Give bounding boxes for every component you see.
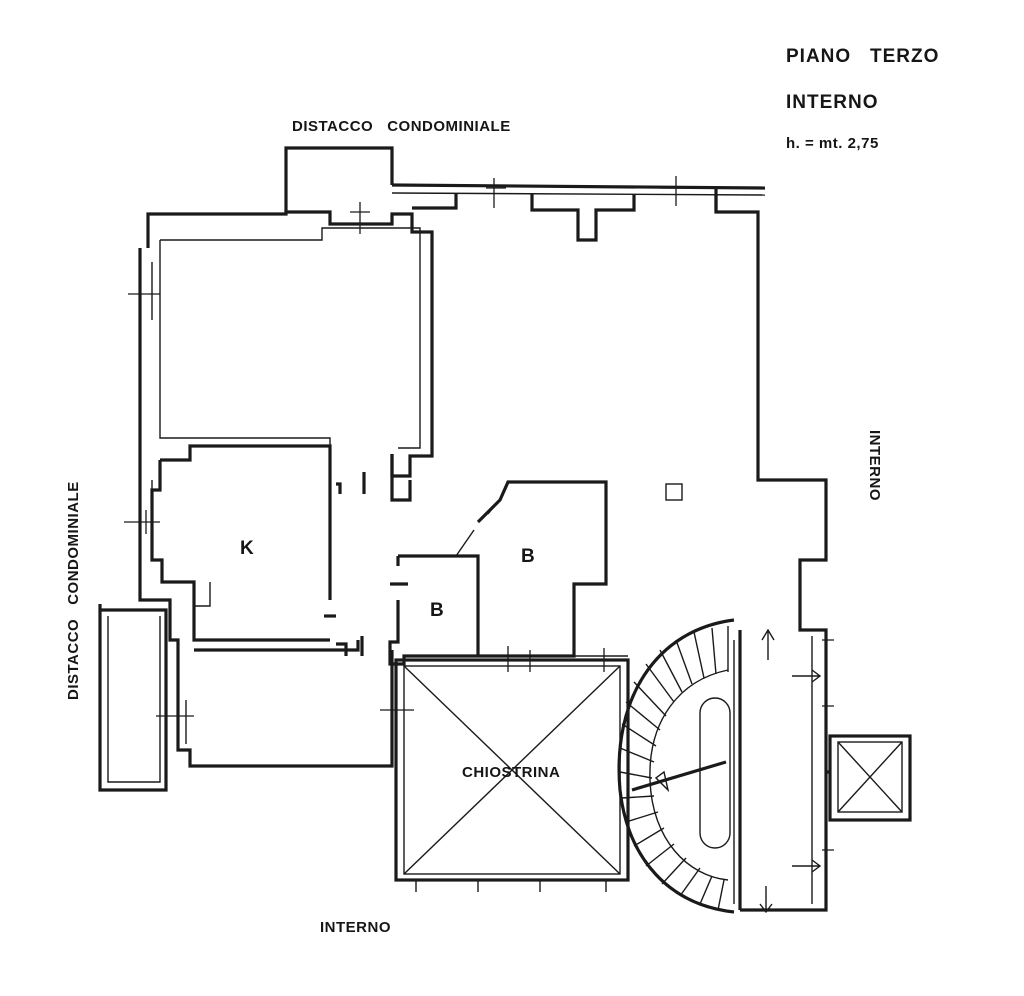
room-courtyard: CHIOSTRINA [462,764,560,781]
room-kitchen: K [240,538,254,559]
room-bath-small: B [430,600,444,621]
left-boundary-label: DISTACCO CONDOMINIALE [65,481,82,700]
service-shaft [826,734,912,822]
bottom-boundary-label: INTERNO [320,919,391,936]
facade-piers [412,194,718,242]
top-boundary-label: DISTACCO CONDOMINIALE [292,118,511,135]
direction-arrows [759,628,822,914]
interior-label: INTERNO [786,92,879,113]
outer-walls [98,146,828,912]
staircase [617,618,742,914]
interior-partitions [324,454,683,666]
ceiling-height: h. = mt. 2,75 [786,135,879,152]
window-marks [124,176,834,851]
courtyard [394,655,630,892]
room-bath-large: B [521,546,535,567]
right-boundary-label: INTERNO [866,430,883,501]
floor-title: PIANO TERZO [786,46,939,67]
